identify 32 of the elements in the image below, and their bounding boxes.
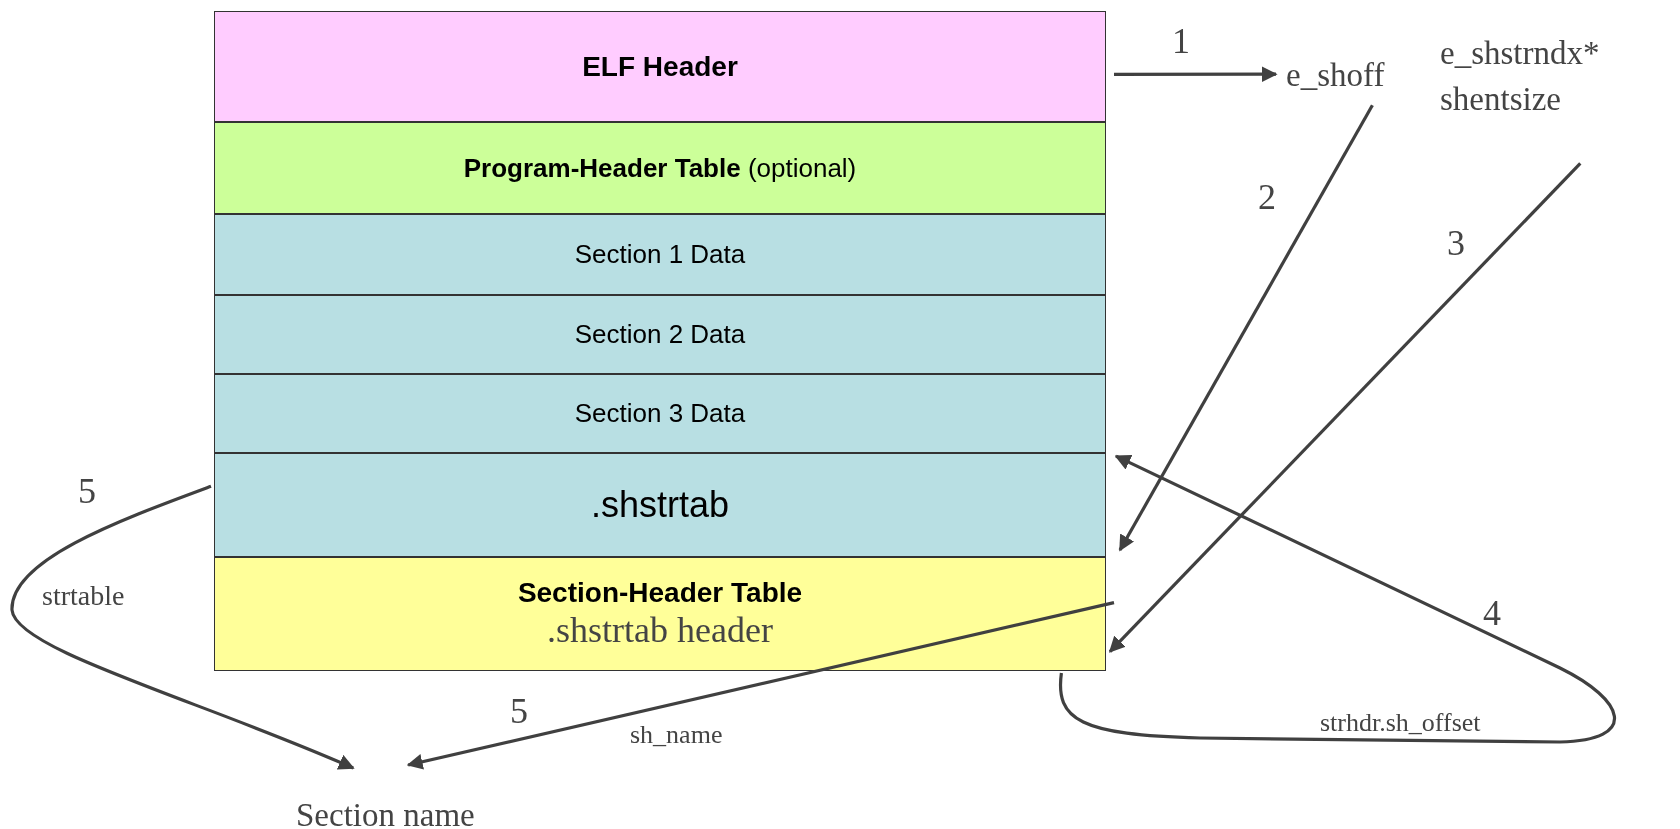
annotation-text: strtable <box>42 580 125 612</box>
arrow <box>1058 454 1616 744</box>
block-label: Section 1 Data <box>574 239 746 270</box>
arrow <box>1118 104 1374 552</box>
edge-label: 5 <box>510 690 528 732</box>
edge-label: 3 <box>1447 222 1465 264</box>
block-label: .shstrtab <box>590 484 730 526</box>
block-label: Section 2 Data <box>574 319 746 350</box>
section-block <box>214 374 1106 453</box>
edge-label: 5 <box>78 470 96 512</box>
edge-label: 1 <box>1172 20 1190 62</box>
arrow <box>1108 162 1582 653</box>
block-label: Section 3 Data <box>574 398 746 429</box>
block-label: Section-Header Table <box>517 577 803 609</box>
field-name-text: Section name <box>296 792 516 829</box>
section-block <box>214 453 1106 557</box>
field-name-text: e_shstrndx* shentsize <box>1440 30 1670 123</box>
section-block <box>214 295 1106 374</box>
arrow <box>406 601 1115 770</box>
block-label: Program-Header Table (optional) <box>463 152 857 184</box>
table-block <box>214 122 1106 214</box>
section-block <box>214 214 1106 295</box>
edge-label: 2 <box>1258 176 1276 218</box>
annotation-text: strhdr.sh_offset <box>1320 708 1481 738</box>
block-label: ELF Header <box>582 50 738 83</box>
header-block <box>214 11 1106 122</box>
arrow <box>10 484 355 770</box>
edge-label: 4 <box>1483 592 1501 634</box>
block-sublabel: .shstrtab header <box>547 609 773 651</box>
table-block <box>214 557 1106 671</box>
arrow <box>1114 66 1278 83</box>
annotation-text: sh_name <box>630 720 723 750</box>
